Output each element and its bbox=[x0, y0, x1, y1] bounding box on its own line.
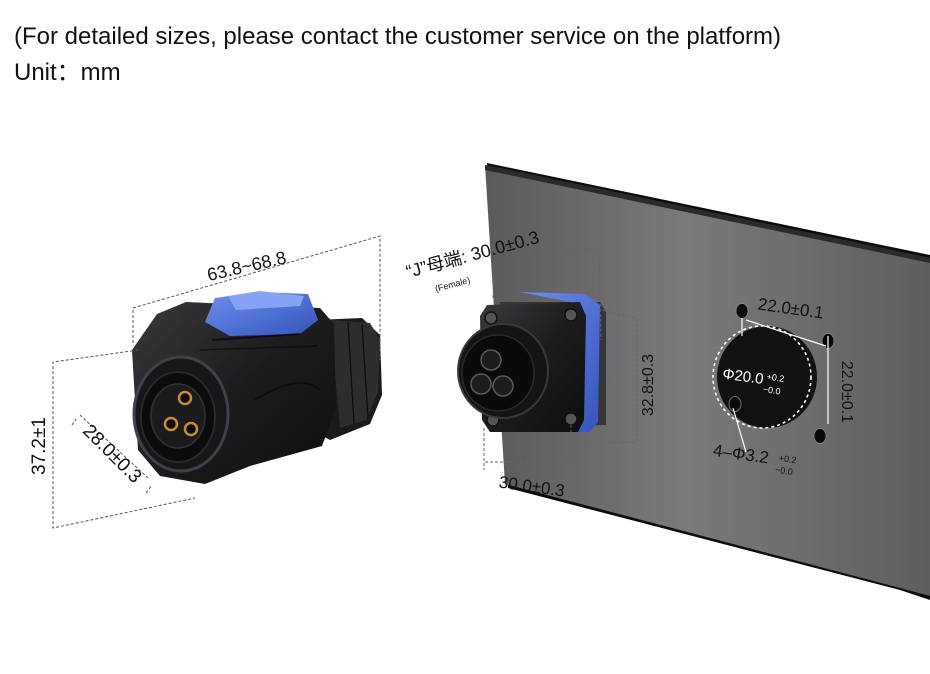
note-text: (For detailed sizes, please contact the … bbox=[14, 23, 782, 50]
center-hole-label: Φ20.0 +0.2 −0.0 bbox=[721, 365, 785, 396]
mounting-panel bbox=[485, 163, 930, 600]
plug-length-label: 63.8~68.8 bbox=[205, 247, 288, 285]
socket-sublabel: (Female) bbox=[434, 275, 471, 294]
mount-hole-br bbox=[813, 428, 827, 444]
plug-height-label: 37.2±1 bbox=[29, 417, 50, 475]
plug-dimension-lines bbox=[52, 235, 381, 529]
hole-spacing-v-label: 22.0±0.1 bbox=[838, 361, 855, 423]
socket-dimension-lines bbox=[483, 248, 638, 470]
center-hole-tol-plus: +0.2 bbox=[766, 372, 785, 384]
center-hole-tol-minus: −0.0 bbox=[762, 384, 781, 396]
male-plug bbox=[132, 291, 382, 484]
socket-height-label: 32.8±0.3 bbox=[640, 354, 657, 416]
mount-hole-bl bbox=[728, 396, 742, 412]
mount-holes-tol-plus: +0.2 bbox=[778, 453, 797, 465]
center-hole-value: Φ20.0 bbox=[721, 365, 764, 388]
mount-hole-tl bbox=[735, 303, 749, 319]
female-socket bbox=[457, 292, 606, 432]
panel-cutout bbox=[712, 303, 835, 453]
mount-holes-tol-minus: −0.0 bbox=[774, 465, 793, 477]
unit-text: Unit：mm bbox=[14, 59, 121, 86]
